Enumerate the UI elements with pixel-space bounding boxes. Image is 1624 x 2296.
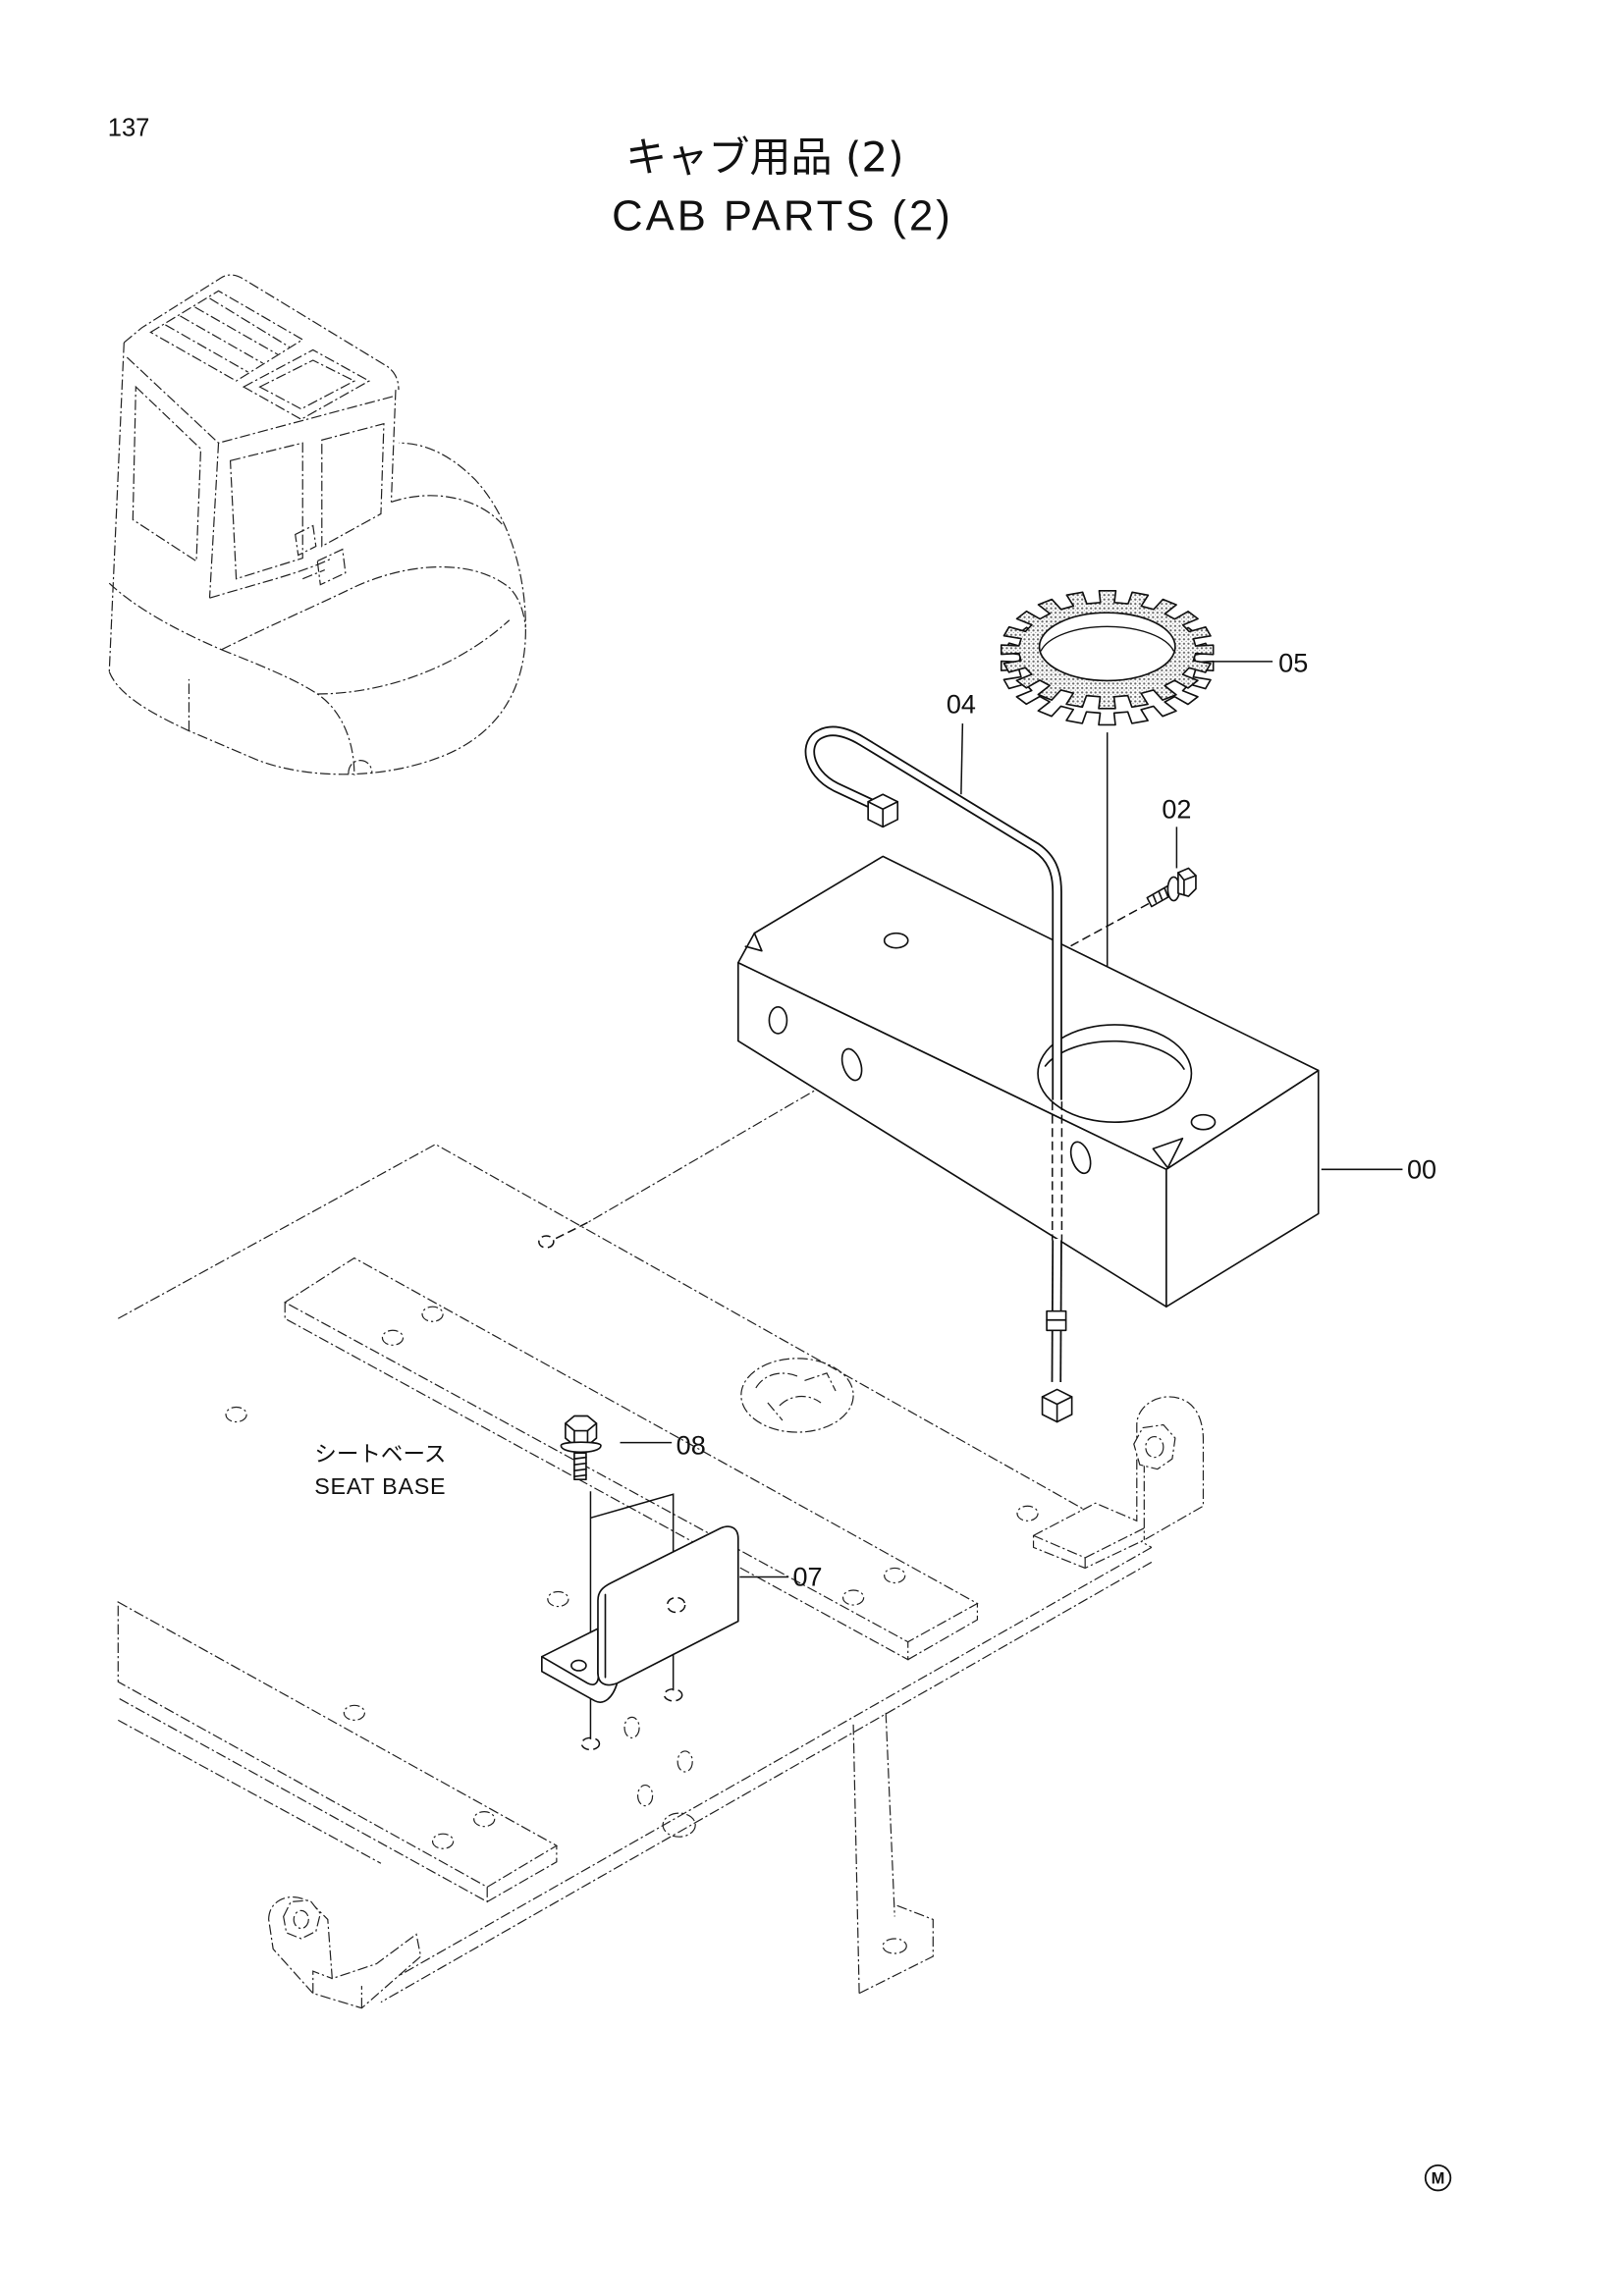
callout-00: 00 bbox=[1407, 1153, 1436, 1184]
circled-m-mark: M bbox=[1424, 2163, 1452, 2192]
callout-08: 08 bbox=[677, 1430, 706, 1461]
seat-block-part-00 bbox=[736, 855, 1320, 1308]
page-number: 137 bbox=[108, 114, 150, 141]
base-hole-alignment-line bbox=[552, 1221, 588, 1242]
ring-inner-hole bbox=[1038, 612, 1176, 682]
page-title-english: CAB PARTS (2) bbox=[612, 193, 953, 240]
page-title-japanese: キャブ用品 (2) bbox=[625, 133, 903, 181]
bracket-part-07 bbox=[541, 1525, 739, 1703]
bolt-part-08 bbox=[560, 1415, 602, 1481]
callout-04-leader bbox=[960, 723, 964, 795]
seat-base-plate bbox=[117, 1144, 1205, 2009]
base-hole-marker bbox=[663, 1688, 683, 1702]
cab-location-illustration bbox=[108, 274, 526, 775]
base-hole-marker bbox=[580, 1736, 601, 1751]
callout-02: 02 bbox=[1162, 793, 1191, 824]
callout-07: 07 bbox=[792, 1561, 822, 1591]
seat-base-label-english: SEAT BASE bbox=[314, 1473, 446, 1499]
callout-05: 05 bbox=[1278, 647, 1308, 677]
seat-base-label-japanese: シートベース bbox=[314, 1442, 446, 1468]
bolt-part-02 bbox=[1146, 867, 1197, 908]
mark-letter: M bbox=[1432, 2169, 1445, 2188]
wire-harness-part-04 bbox=[804, 725, 1073, 1423]
callout-04: 04 bbox=[947, 689, 976, 720]
toothed-ring-part-05 bbox=[1000, 589, 1215, 726]
block-alignment-line bbox=[587, 1074, 842, 1223]
ring-inner-wall bbox=[1040, 625, 1175, 652]
